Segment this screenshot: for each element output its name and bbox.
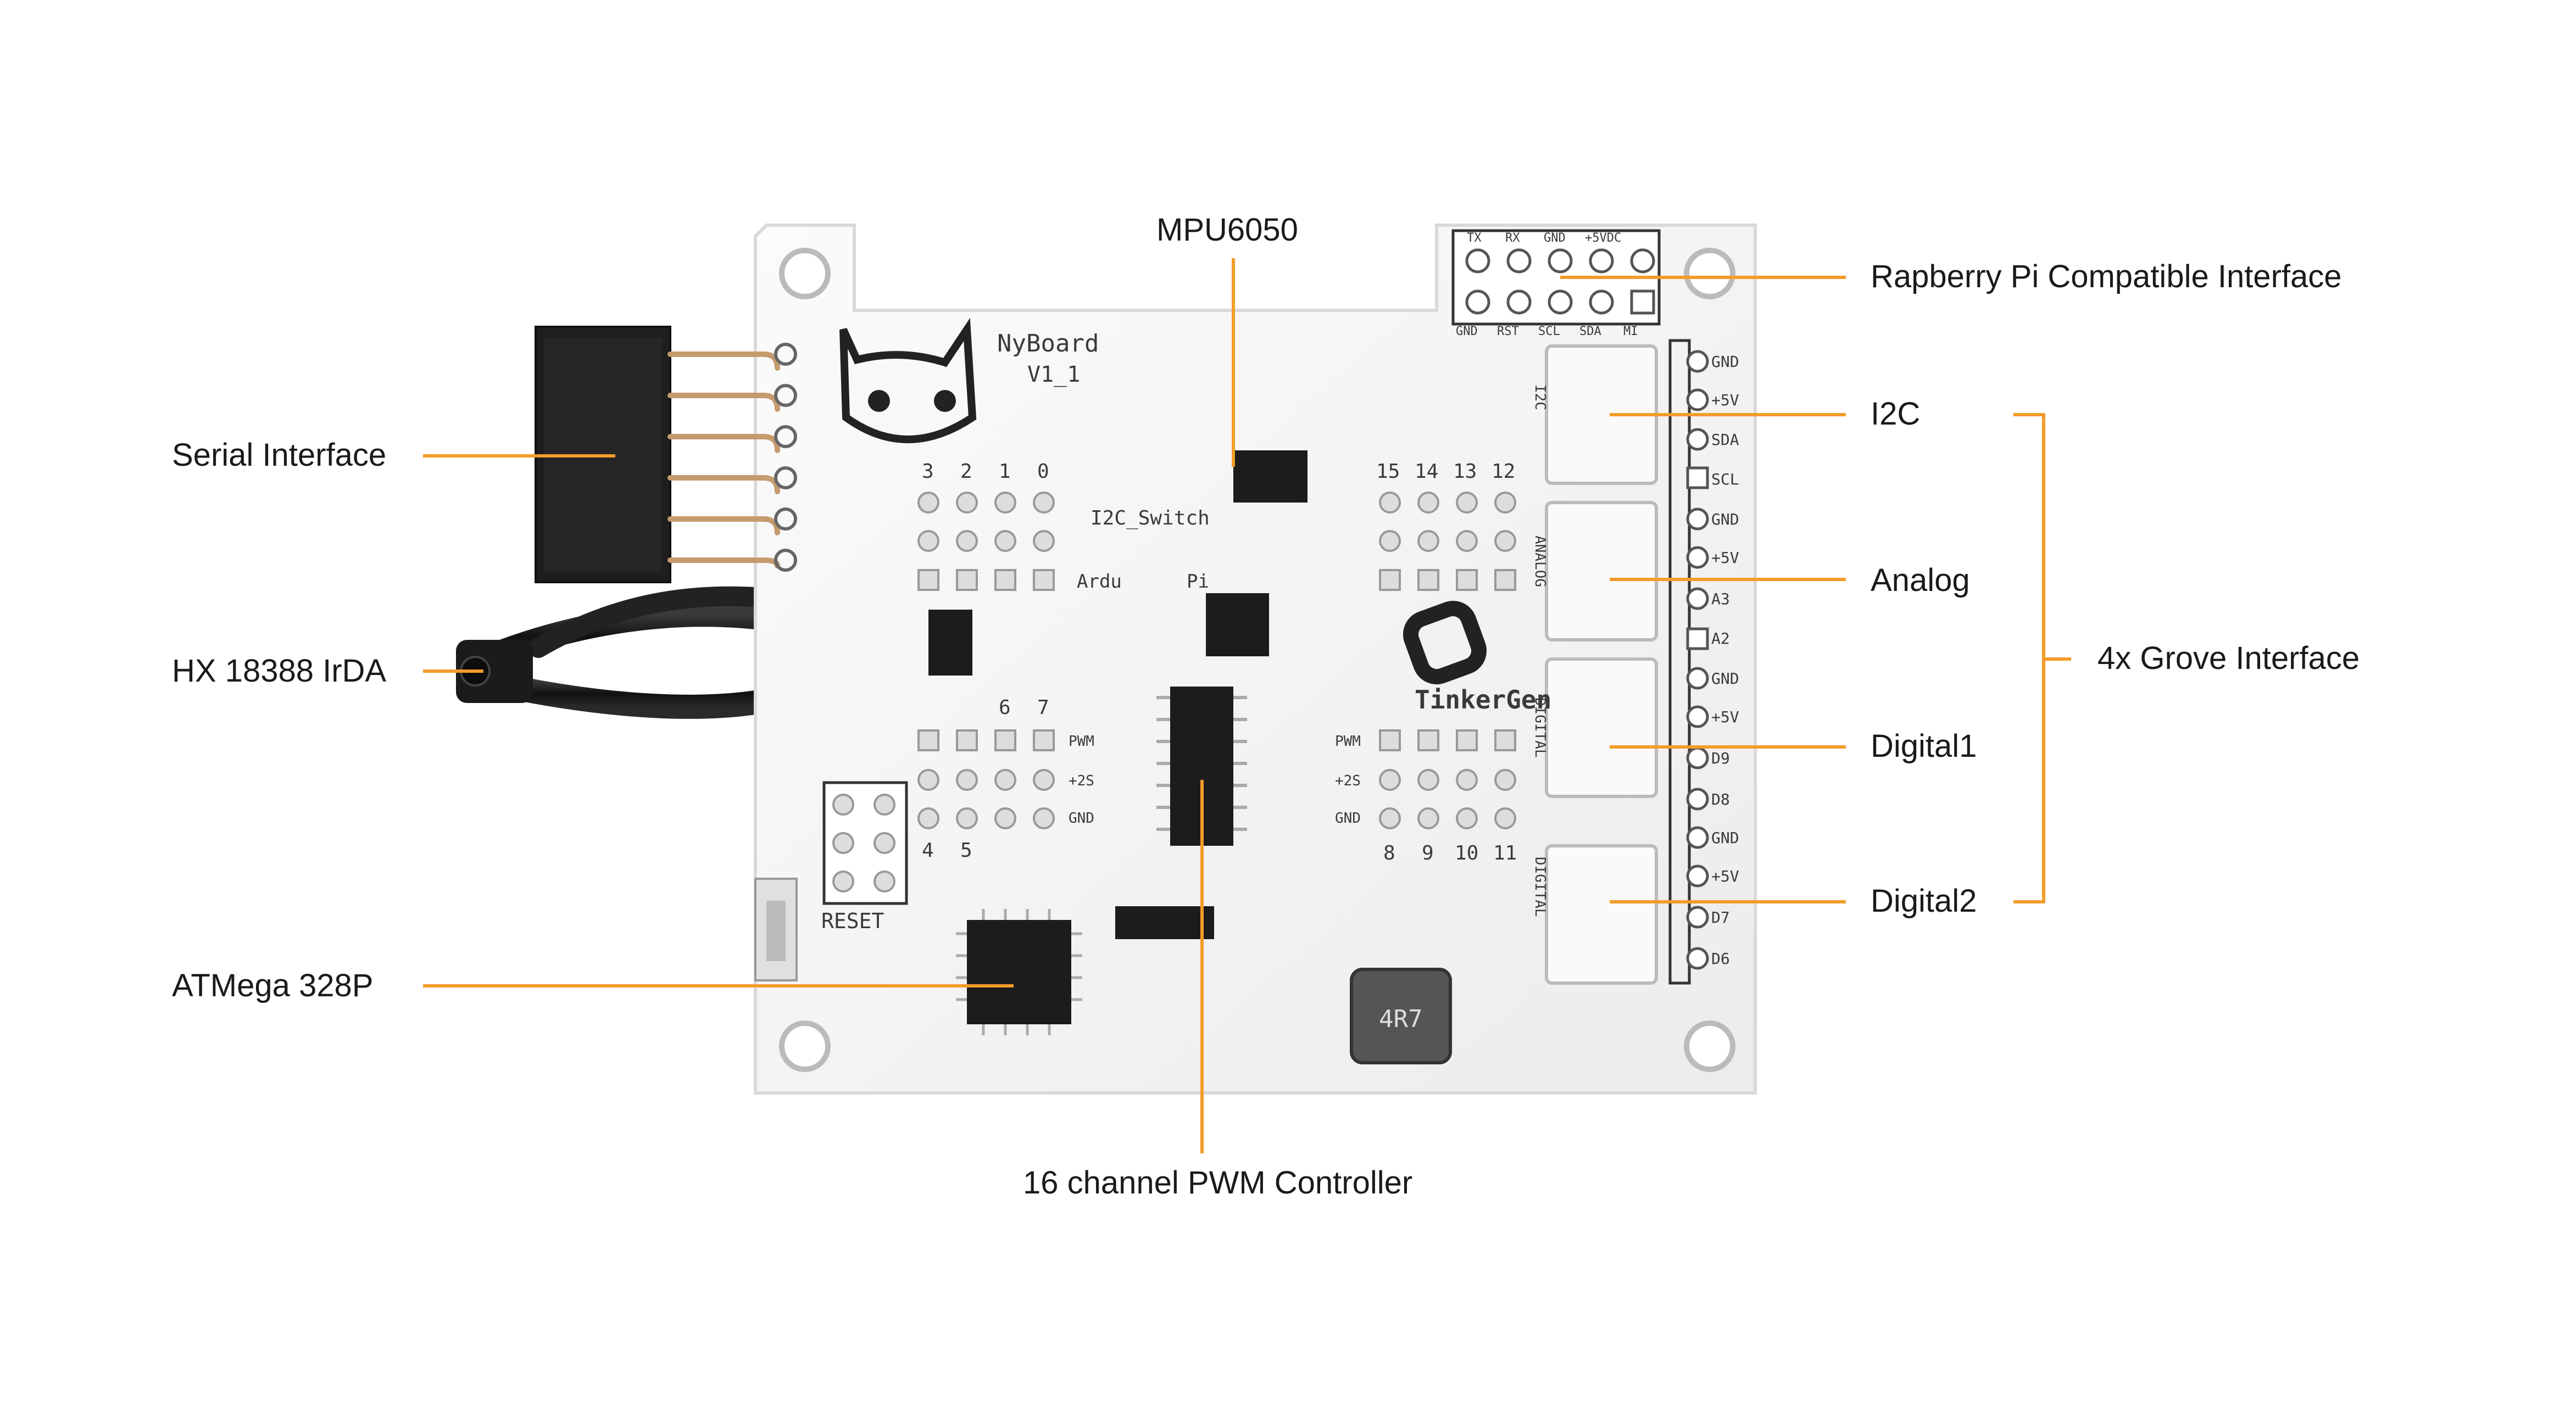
grove-pin-label: +5V: [1711, 708, 1739, 726]
servo-number: 15: [1376, 460, 1400, 483]
pin-header-top-labels: TX RX GND +5VDC: [1467, 231, 1621, 245]
grove-side-label: DIGITAL: [1532, 857, 1548, 917]
servo-number: 0: [1037, 460, 1049, 483]
pwm-row-label-left: PWM: [1069, 733, 1094, 750]
grove-pin-label: GND: [1711, 510, 1739, 528]
gnd-row-label-left: GND: [1069, 810, 1094, 827]
grove-side-label: ANALOG: [1532, 535, 1548, 587]
pin-header-bottom-labels: GND RST SCL SDA MI: [1456, 325, 1638, 338]
pwm-row-label-right: PWM: [1335, 733, 1361, 750]
pin-label: GND: [1456, 325, 1478, 338]
pin-label: RST: [1497, 325, 1519, 338]
label-pwm-controller: 16 channel PWM Controller: [1023, 1165, 1413, 1201]
pi-label: Pi: [1187, 571, 1209, 593]
grove-side-labels: I2C ANALOG DIGITAL DIGITAL: [1532, 384, 1548, 917]
label-hx-irda: HX 18388 IrDA: [172, 653, 387, 689]
servo-number: 4: [922, 839, 934, 862]
servo-number: 3: [922, 460, 934, 483]
grove-pin-label: +5V: [1711, 549, 1739, 567]
leader-lines: [423, 258, 2071, 1153]
label-grove-interface: 4x Grove Interface: [2097, 640, 2360, 676]
grove-pin-column: [1668, 339, 1709, 985]
servo-number: 13: [1453, 460, 1477, 483]
grove-bracket: [2013, 413, 2045, 903]
label-serial-interface: Serial Interface: [172, 437, 387, 473]
pin-label: GND: [1544, 231, 1566, 245]
inductor-label: 4R7: [1379, 1005, 1422, 1033]
servo-numbers: 3 2 1 0 15 14 13 12 6 7 4 5 8 9 10 11: [922, 460, 1517, 864]
pin-label: SCL: [1538, 325, 1560, 338]
label-analog: Analog: [1871, 562, 1970, 598]
grove-pin-label: D6: [1711, 950, 1730, 968]
grove-connectors: [1545, 344, 1658, 985]
label-mpu6050: MPU6050: [1156, 212, 1298, 248]
silkscreen: NyBoard V1_1 TinkerGen I2C_Switch Ardu P…: [821, 231, 1739, 1033]
gnd-row-label-right: GND: [1335, 810, 1361, 827]
label-atmega: ATMega 328P: [172, 968, 374, 1003]
grove-pin-label: GND: [1711, 829, 1739, 847]
grove-pin-label: A3: [1711, 590, 1730, 608]
grove-pin-label: +5V: [1711, 391, 1739, 409]
servo-number: 7: [1037, 696, 1049, 719]
label-rpi-interface: Rapberry Pi Compatible Interface: [1871, 259, 2342, 294]
pin-label: SDA: [1579, 325, 1601, 338]
brand-name: TinkerGen: [1415, 685, 1551, 715]
ardu-label: Ardu: [1077, 571, 1122, 593]
servo-number: 12: [1492, 460, 1515, 483]
pin-label: RX: [1505, 231, 1520, 245]
grove-pin-label: D9: [1711, 749, 1730, 767]
pin-label: +5VDC: [1585, 231, 1621, 245]
board-name: NyBoard: [997, 330, 1099, 358]
label-digital1: Digital1: [1871, 728, 1977, 764]
grove-side-label: DIGITAL: [1532, 698, 1548, 758]
grove-pin-label: GND: [1711, 353, 1739, 371]
nyboard-pcb: [754, 224, 1757, 1095]
servo-number: 11: [1493, 842, 1517, 864]
servo-number: 2: [960, 460, 972, 483]
servo-number: 8: [1383, 842, 1395, 864]
pos-row-label-right: +2S: [1335, 773, 1361, 789]
reset-label: RESET: [821, 909, 884, 933]
servo-number: 10: [1455, 842, 1478, 864]
i2c-switch-label: I2C_Switch: [1091, 507, 1210, 529]
grove-pin-labels: GND +5V SDA SCL GND +5V A3 A2 GND +5V D9…: [1711, 353, 1739, 968]
pin-label: MI: [1623, 325, 1638, 338]
grove-pin-label: +5V: [1711, 867, 1739, 885]
grove-pin-label: GND: [1711, 669, 1739, 688]
grove-pin-label: SCL: [1711, 470, 1739, 488]
label-digital2: Digital2: [1871, 883, 1977, 919]
board-version: V1_1: [1027, 362, 1080, 387]
grove-pin-label: D7: [1711, 908, 1730, 927]
servo-number: 5: [960, 839, 972, 862]
label-i2c: I2C: [1871, 396, 1921, 432]
pos-row-label-left: +2S: [1069, 773, 1094, 789]
servo-number: 6: [999, 696, 1011, 719]
grove-side-label: I2C: [1532, 384, 1548, 410]
pin-label: TX: [1467, 231, 1482, 245]
servo-number: 9: [1422, 842, 1434, 864]
grove-pin-label: A2: [1711, 629, 1730, 648]
servo-number: 1: [999, 460, 1011, 483]
grove-pin-label: D8: [1711, 790, 1730, 808]
grove-pin-label: SDA: [1711, 431, 1739, 449]
irda-cable: [456, 586, 792, 719]
servo-pin-arrays: [822, 492, 1516, 905]
servo-number: 14: [1415, 460, 1438, 483]
